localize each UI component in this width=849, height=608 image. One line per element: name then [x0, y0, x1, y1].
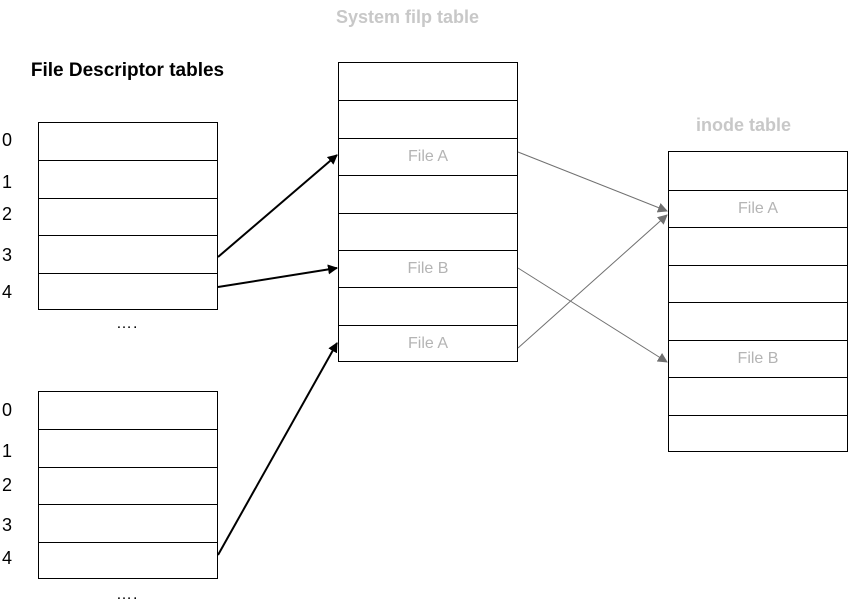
filp-row-6: File B: [339, 249, 517, 287]
filp-table: File A File B File A: [338, 62, 518, 362]
fd2-index-4: 4: [2, 548, 13, 568]
filp-table-title: System filp table: [336, 7, 480, 27]
fd1-index-4: 4: [2, 282, 13, 302]
fd1-row: [39, 272, 217, 310]
arrow-fd1-3-to-filp-file-a: [217, 154, 338, 258]
inode-table: File A File B: [668, 151, 848, 452]
fd-table-title: File Descriptor tables: [30, 60, 225, 81]
fd2-index-1: 1: [2, 441, 13, 461]
fd2-row: [39, 504, 217, 541]
fd2-row: [39, 541, 217, 579]
inode-row-7: [669, 377, 847, 415]
fd1-index-2: 2: [2, 204, 13, 224]
fd1-row: [39, 197, 217, 235]
filp-row-4: [339, 175, 517, 212]
filp-row-2: [339, 100, 517, 137]
arrow-fd1-4-to-filp-file-b: [217, 264, 338, 288]
fd2-index-0: 0: [2, 400, 13, 420]
filp-row-7: [339, 287, 517, 324]
fd2-row: [39, 466, 217, 504]
fd1-index-1: 1: [2, 172, 13, 192]
inode-row-4: [669, 264, 847, 303]
arrow-filp-file-b-to-inode-file-b: [517, 267, 668, 363]
filp-row-5: [339, 212, 517, 250]
inode-row-6: File B: [669, 339, 847, 378]
fd1-row: [39, 160, 217, 197]
fd2-row: [39, 429, 217, 466]
fd1-continuation: ….: [116, 315, 139, 332]
inode-table-title: inode table: [696, 115, 792, 135]
fd-table-1: [38, 122, 218, 310]
inode-row-5: [669, 302, 847, 340]
inode-row-8: [669, 414, 847, 453]
fd1-row: [39, 235, 217, 272]
fd1-index-3: 3: [2, 245, 13, 265]
inode-row-3: [669, 227, 847, 265]
fd2-index-3: 3: [2, 515, 13, 535]
arrow-filp-file-a-to-inode-file-a: [517, 151, 668, 213]
fd-table-2: [38, 391, 218, 579]
fd2-index-2: 2: [2, 475, 13, 495]
inode-row-2: File A: [669, 189, 847, 228]
fd1-index-0: 0: [2, 130, 13, 150]
arrow-fd2-4-to-filp-file-a-2: [217, 342, 338, 556]
fd2-continuation: ….: [116, 586, 139, 603]
filp-row-3: File A: [339, 137, 517, 175]
filp-row-8: File A: [339, 324, 517, 362]
arrow-filp-file-a-2-to-inode-file-a: [517, 214, 668, 349]
